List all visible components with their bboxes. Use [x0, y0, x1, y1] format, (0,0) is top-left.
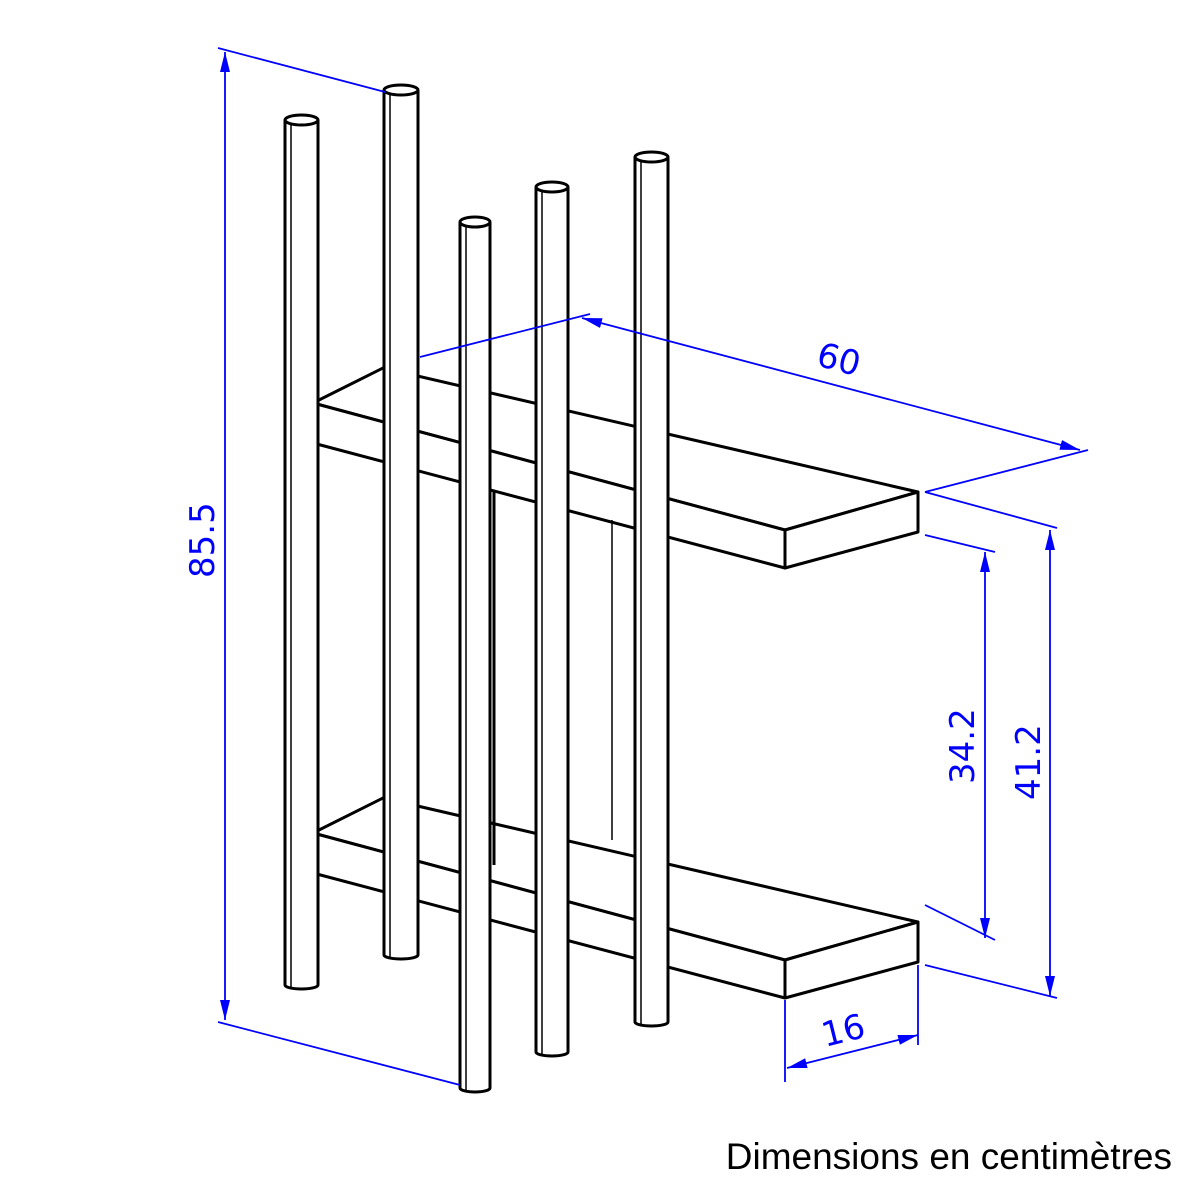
dim-shelf-clearance: 34.2: [943, 708, 983, 784]
units-caption: Dimensions en centimètres: [725, 1136, 1172, 1177]
rod-top: [283, 113, 320, 127]
extension-line: [924, 904, 996, 941]
extension-line: [419, 313, 591, 358]
shelf-side-face: [783, 490, 920, 570]
extension-line: [924, 449, 1089, 493]
dimension-line: [786, 1034, 919, 1069]
rod-top: [534, 180, 570, 194]
rod-5: [633, 150, 670, 1028]
rod-body: [382, 90, 420, 961]
rod-2: [382, 83, 420, 961]
rod-top: [633, 150, 670, 164]
rod-body: [633, 157, 670, 1028]
rod-top: [458, 215, 492, 229]
rod-3: [458, 215, 492, 1094]
dim-shelf-spacing: 41.2: [1009, 724, 1049, 800]
rod-body: [283, 120, 320, 991]
rod-body: [458, 222, 492, 1094]
extension-line: [924, 964, 1058, 999]
dim-height-total: 85.5: [183, 502, 223, 578]
rod-1: [283, 113, 320, 991]
rod-4: [534, 180, 570, 1058]
shelf-side-face: [783, 920, 920, 1000]
extension-line: [217, 47, 386, 93]
extension-line: [924, 491, 1058, 529]
extension-line: [924, 534, 996, 553]
extension-line: [217, 1021, 461, 1086]
rod-body: [534, 187, 570, 1058]
dimension-line: [581, 317, 1081, 451]
dim-width: 60: [813, 335, 865, 385]
rod-top: [382, 83, 420, 97]
